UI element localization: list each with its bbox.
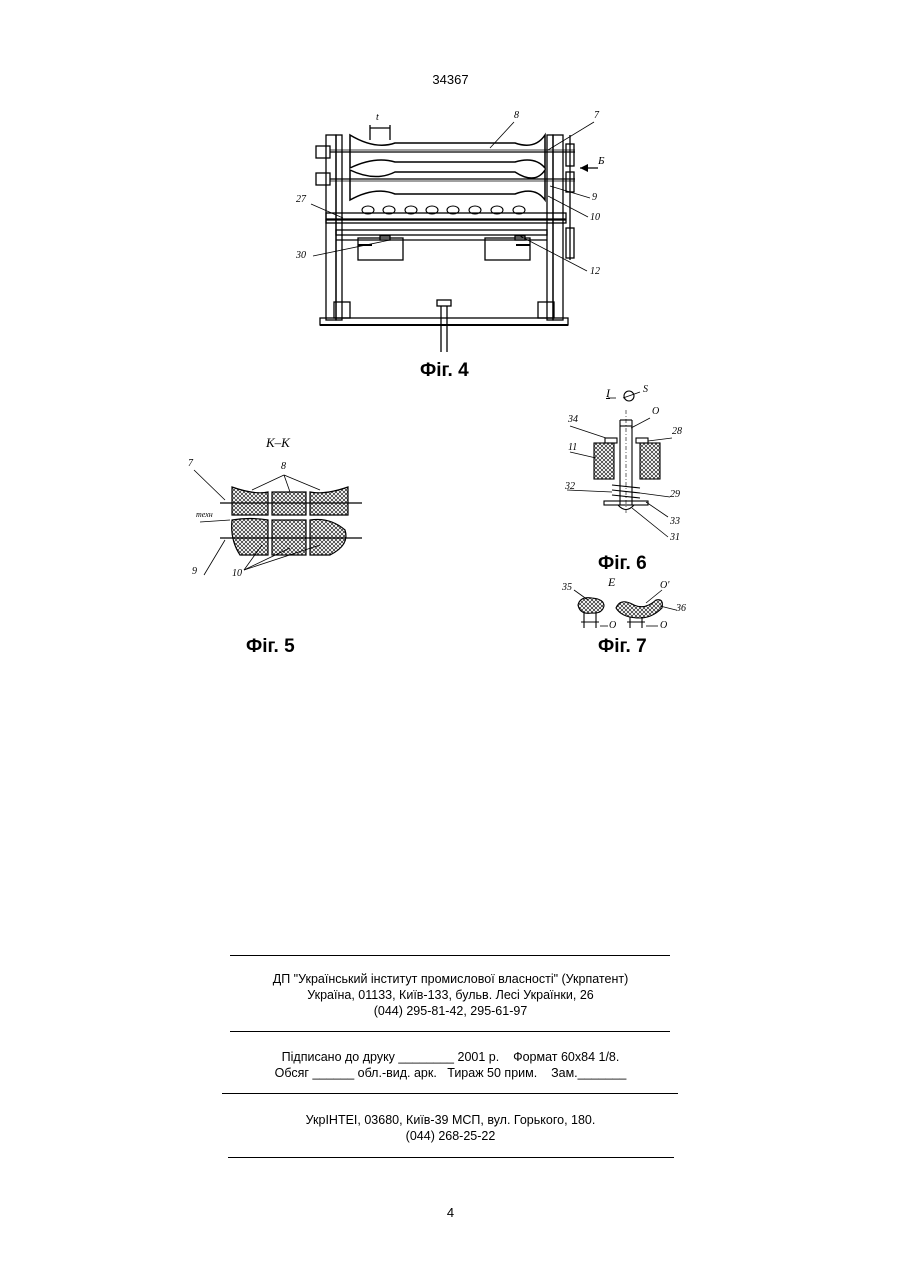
fig7-label-o-prime: О' — [660, 580, 669, 591]
figure-7-drawing — [0, 0, 901, 640]
page-number: 4 — [0, 1205, 901, 1220]
publisher-phone: (044) 295-81-42, 295-61-97 — [0, 1004, 901, 1019]
fig7-label-35: 35 — [562, 582, 572, 593]
divider-rule — [228, 1157, 674, 1158]
fig7-label-36: 36 — [676, 603, 686, 614]
publisher-name: ДП "Український інститут промислової вла… — [0, 972, 901, 987]
print-details-line2: Обсяг ______ обл.-вид. арк. Тираж 50 при… — [0, 1066, 901, 1081]
publisher-address: Україна, 01133, Київ-133, бульв. Лесі Ук… — [0, 988, 901, 1003]
fig7-label-o-left: О — [609, 620, 616, 631]
fig7-label-o-right: О — [660, 620, 667, 631]
printer-address: УкрІНТЕІ, 03680, Київ-39 МСП, вул. Горьк… — [0, 1113, 901, 1128]
divider-rule — [230, 1031, 670, 1032]
divider-rule — [230, 955, 670, 956]
fig7-caption: Фіг. 7 — [598, 636, 647, 658]
divider-rule — [222, 1093, 678, 1094]
fig7-view-label: Е — [608, 575, 615, 590]
printer-phone: (044) 268-25-22 — [0, 1129, 901, 1144]
print-details-line1: Підписано до друку ________ 2001 р. Форм… — [0, 1050, 901, 1065]
